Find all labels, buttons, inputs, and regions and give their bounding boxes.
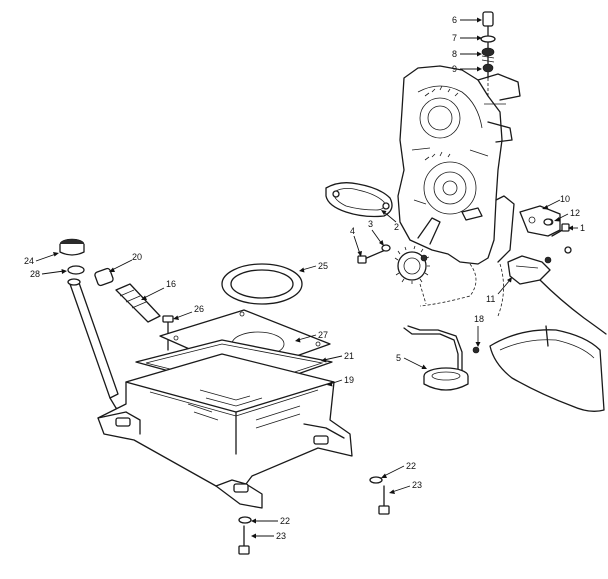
- bolt-23-right: [378, 485, 390, 515]
- gear-teeth-detail: [424, 85, 459, 161]
- callout-22-right: 22: [406, 461, 416, 471]
- callout-23-right: 23: [412, 480, 422, 490]
- oil-sump-19: [97, 353, 353, 509]
- callout-16: 16: [166, 279, 176, 289]
- tube-16: [115, 283, 161, 323]
- gasket-2: [325, 182, 393, 218]
- callout-9: 9: [452, 64, 457, 74]
- callout-19: 19: [344, 375, 354, 385]
- callout-27: 27: [318, 330, 328, 340]
- callout-6: 6: [452, 15, 457, 25]
- callout-20: 20: [132, 252, 142, 262]
- callout-5: 5: [396, 353, 401, 363]
- dipstick-cap-24: [59, 238, 85, 256]
- callouts: 6 7 8 9 10 12 1 4 3 2 11 18 5 24 28: [24, 15, 585, 541]
- washer-28: [67, 265, 85, 275]
- callout-10: 10: [560, 194, 570, 204]
- dipstick-tube: [67, 278, 129, 413]
- hidden-outline: [419, 263, 504, 317]
- washer-22-right: [369, 476, 383, 484]
- breather-11: [507, 246, 572, 285]
- bolt-23-bottom: [238, 525, 250, 555]
- callout-18: 18: [474, 314, 484, 324]
- bracket-10: [519, 205, 570, 237]
- callout-3: 3: [368, 219, 373, 229]
- washer-3: [381, 244, 391, 252]
- sump-cover: [489, 279, 607, 412]
- callout-28: 28: [30, 269, 40, 279]
- callout-24: 24: [24, 256, 34, 266]
- washer-22-bottom: [238, 516, 252, 524]
- callout-1: 1: [580, 223, 585, 233]
- callout-8: 8: [452, 49, 457, 59]
- callout-26: 26: [194, 304, 204, 314]
- oil-pump-gear: [394, 217, 441, 305]
- callout-7: 7: [452, 33, 457, 43]
- gasket-25: [221, 263, 303, 305]
- engine-cover: [397, 65, 521, 265]
- valve-stack: [480, 11, 496, 96]
- plug-20: [94, 267, 114, 287]
- callout-22-bottom: 22: [280, 516, 290, 526]
- callout-4: 4: [350, 226, 355, 236]
- callout-21: 21: [344, 351, 354, 361]
- callout-11: 11: [486, 294, 495, 304]
- callout-23-bottom: 23: [276, 531, 286, 541]
- oil-pickup-5: [403, 325, 480, 391]
- callout-25: 25: [318, 261, 328, 271]
- callout-12: 12: [570, 208, 580, 218]
- callout-2: 2: [394, 222, 399, 232]
